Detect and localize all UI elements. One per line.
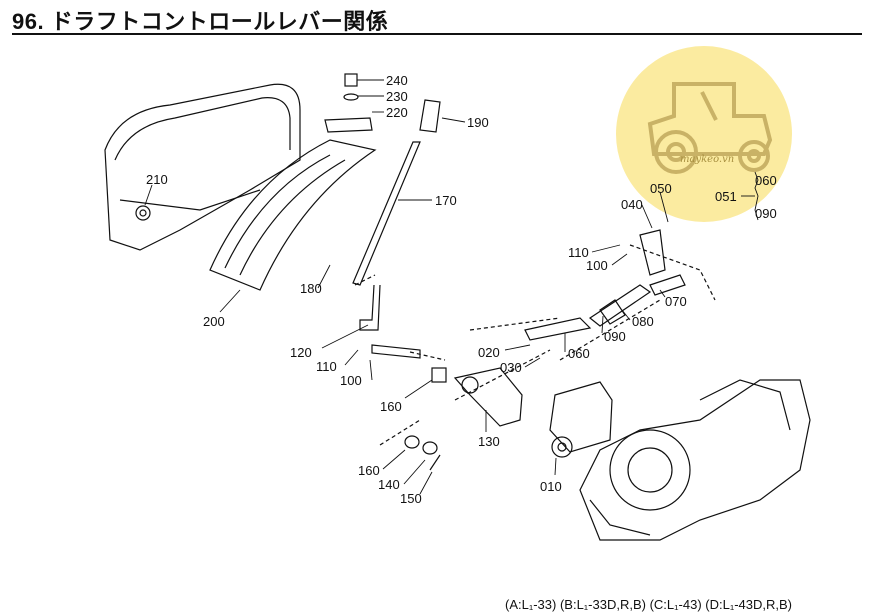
valve-010 [549,381,613,453]
label-090-group: 090 [755,206,777,221]
quadrant-200 [209,139,377,291]
label-080: 080 [632,314,654,329]
housing [579,379,811,541]
label-010: 010 [540,479,562,494]
label-170: 170 [435,193,457,208]
label-160-lower: 160 [358,463,380,478]
label-060-lower: 060 [568,346,590,361]
label-140: 140 [378,477,400,492]
label-030: 030 [500,360,522,375]
watermark-text: maykeo.vn [680,154,735,165]
tractor-logo-icon [616,46,792,222]
label-020: 020 [478,345,500,360]
title-underline [12,33,862,35]
label-100-right: 100 [586,258,608,273]
label-210: 210 [146,172,168,187]
label-120: 120 [290,345,312,360]
lever-170 [352,141,421,286]
label-190: 190 [467,115,489,130]
label-150: 150 [400,491,422,506]
label-070: 070 [665,294,687,309]
label-060-group: 060 [755,173,777,188]
bracket-130 [453,367,523,427]
label-240: 240 [386,73,408,88]
label-110-right: 110 [568,245,589,260]
label-220: 220 [386,105,408,120]
label-200: 200 [203,314,225,329]
label-180: 180 [300,281,322,296]
label-090-lower: 090 [604,329,626,344]
label-040: 040 [621,197,643,212]
arm-120 [359,284,381,331]
label-110-left: 110 [316,359,337,374]
label-130: 130 [478,434,500,449]
label-230: 230 [386,89,408,104]
model-legend: (A:L₁-33) (B:L₁-33D,R,B) (C:L₁-43) (D:L₁… [505,597,792,612]
label-160-upper: 160 [380,399,402,414]
label-051: 051 [715,189,737,204]
label-100-left: 100 [340,373,362,388]
label-050: 050 [650,181,672,196]
page-title: 96. ドラフトコントロールレバー関係 [12,9,389,34]
fender-outline [104,83,301,251]
